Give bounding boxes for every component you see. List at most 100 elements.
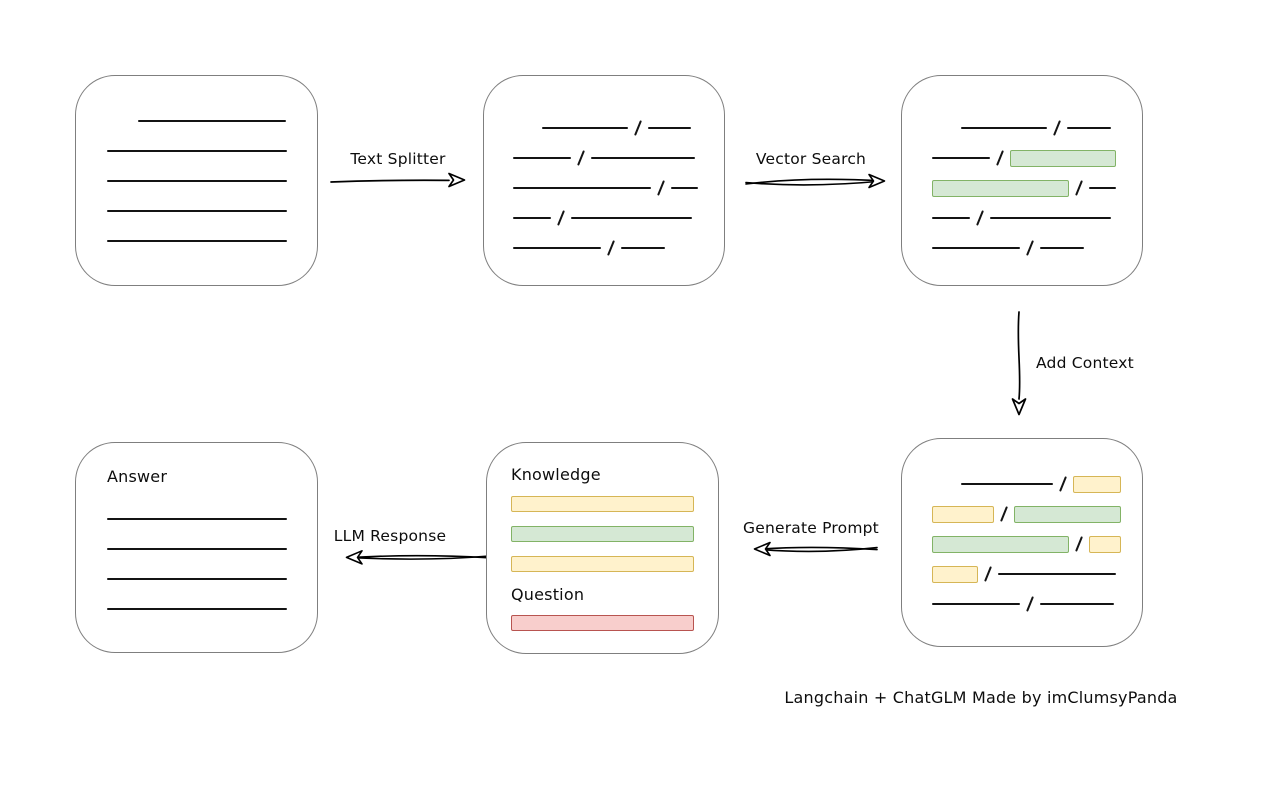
- text-line: [513, 187, 651, 189]
- text-line: [591, 157, 696, 159]
- generate-prompt-arrow: [753, 541, 878, 557]
- prompt-box: Knowledge Question: [486, 442, 719, 654]
- text-line-row: [107, 534, 289, 564]
- chunk-row: [513, 113, 704, 143]
- text-line: [998, 573, 1117, 575]
- text-line: [648, 127, 692, 129]
- slash-separator: [1075, 536, 1084, 552]
- text-line: [1040, 603, 1115, 605]
- slash-separator: [1075, 180, 1084, 196]
- text-line: [932, 603, 1020, 605]
- chunk-row: [513, 203, 704, 233]
- text-line: [107, 578, 287, 580]
- text-line: [138, 120, 286, 122]
- chunk-row: [932, 469, 1122, 499]
- answer-lines: [107, 504, 289, 624]
- context-rows: [932, 469, 1122, 619]
- text-line: [107, 608, 287, 610]
- text-line: [932, 217, 970, 219]
- text-line: [621, 247, 666, 249]
- text-line-row: [107, 166, 289, 196]
- text-line-row: [107, 196, 289, 226]
- add-context-arrow: [1011, 311, 1027, 416]
- chunks-rows: [513, 113, 704, 263]
- chunks-box: [483, 75, 725, 286]
- text-line-row: [107, 564, 289, 594]
- chunk-row: [932, 529, 1122, 559]
- chunk-row: [932, 589, 1122, 619]
- text-line: [107, 240, 287, 242]
- yellow-chunk: [1073, 475, 1122, 493]
- search-results-rows: [932, 113, 1122, 263]
- answer-box: Answer: [75, 442, 318, 653]
- text-line: [932, 247, 1020, 249]
- yellow-bar: [511, 496, 694, 512]
- context-box: [901, 438, 1143, 647]
- text-splitter-label: Text Splitter: [350, 150, 446, 168]
- chunk-row: [513, 233, 704, 263]
- text-line: [513, 247, 601, 249]
- slash-separator: [1059, 476, 1068, 492]
- text-line: [961, 127, 1047, 129]
- yellow-chunk: [1089, 535, 1122, 553]
- yellow-bar: [511, 556, 694, 572]
- slash-separator: [557, 210, 566, 226]
- diagram-caption: Langchain + ChatGLM Made by imClumsyPand…: [784, 688, 1178, 707]
- green-chunk: [932, 535, 1069, 553]
- text-line: [542, 127, 628, 129]
- text-line: [671, 187, 699, 189]
- document-box: [75, 75, 318, 286]
- red-bar: [511, 615, 694, 631]
- text-line: [107, 518, 287, 520]
- text-line: [571, 217, 693, 219]
- llm-response-arrow: [345, 549, 490, 565]
- slash-separator: [1026, 596, 1035, 612]
- chunk-row: [932, 233, 1122, 263]
- chunk-row: [932, 203, 1122, 233]
- chunk-row: [932, 499, 1122, 529]
- vector-search-label: Vector Search: [755, 150, 867, 168]
- slash-separator: [634, 120, 643, 136]
- text-line: [1067, 127, 1112, 129]
- text-line-row: [107, 106, 289, 136]
- add-context-label: Add Context: [1036, 354, 1134, 372]
- slash-separator: [984, 566, 993, 582]
- slash-separator: [976, 210, 985, 226]
- text-line-row: [107, 136, 289, 166]
- slash-separator: [996, 150, 1005, 166]
- text-line-row: [107, 504, 289, 534]
- question-label: Question: [511, 585, 585, 604]
- text-line: [107, 210, 287, 212]
- vector-search-arrow: [745, 173, 886, 189]
- text-line-row: [107, 226, 289, 256]
- chunk-row: [932, 113, 1122, 143]
- chunk-row: [932, 143, 1122, 173]
- answer-label: Answer: [107, 467, 168, 486]
- chunk-row: [932, 173, 1122, 203]
- text-line: [513, 157, 571, 159]
- text-line: [932, 157, 990, 159]
- slash-separator: [607, 240, 616, 256]
- text-line: [107, 548, 287, 550]
- generate-prompt-label: Generate Prompt: [743, 519, 879, 537]
- text-line: [513, 217, 551, 219]
- slash-separator: [1053, 120, 1062, 136]
- yellow-chunk: [932, 565, 978, 583]
- green-chunk: [932, 179, 1069, 197]
- green-chunk: [1010, 149, 1117, 167]
- text-line: [990, 217, 1112, 219]
- llm-response-label: LLM Response: [333, 527, 447, 545]
- text-line: [1040, 247, 1085, 249]
- text-splitter-arrow: [330, 172, 466, 188]
- yellow-chunk: [932, 505, 994, 523]
- green-chunk: [1014, 505, 1122, 523]
- text-line: [107, 180, 287, 182]
- slash-separator: [577, 150, 586, 166]
- text-line: [107, 150, 287, 152]
- text-line-row: [107, 594, 289, 624]
- green-bar: [511, 526, 694, 542]
- chunk-row: [932, 559, 1122, 589]
- knowledge-label: Knowledge: [511, 465, 601, 484]
- chunk-row: [513, 143, 704, 173]
